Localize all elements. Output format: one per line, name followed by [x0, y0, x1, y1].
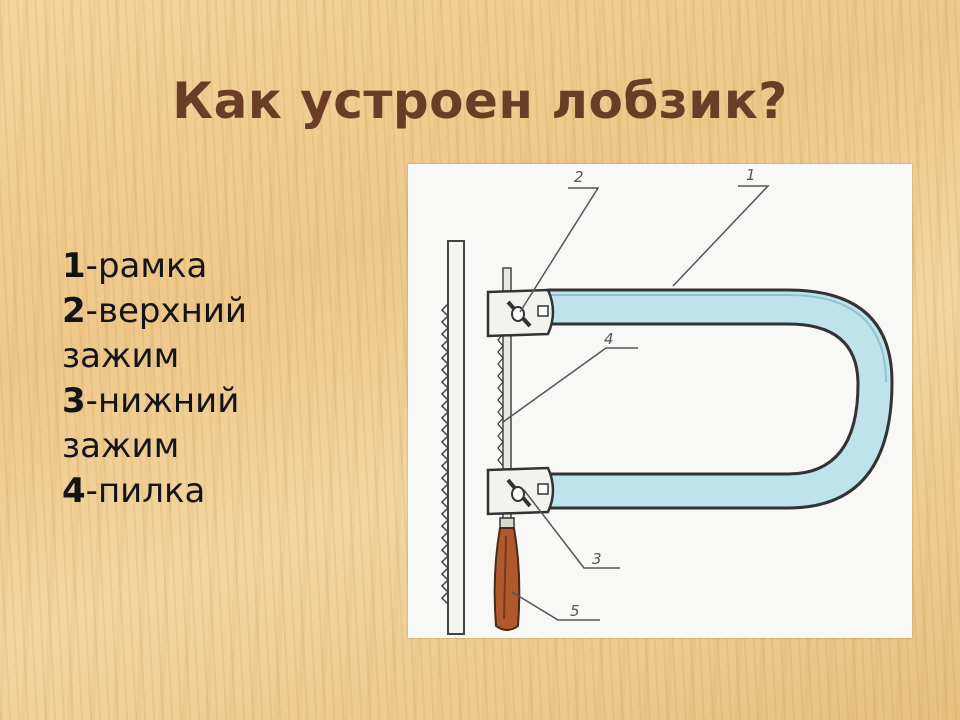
handle — [493, 517, 521, 631]
label-3: 3 — [592, 550, 602, 568]
lower-clamp — [486, 466, 555, 516]
legend-text: -верхний — [85, 291, 248, 331]
label-1: 1 — [746, 166, 756, 184]
legend-item-3: 3-нижний — [62, 379, 382, 424]
label-4: 4 — [604, 330, 614, 348]
jigsaw-drawing: 2 1 4 3 5 — [440, 166, 894, 635]
legend-text: зажим — [62, 426, 180, 466]
parts-legend: 1-рамка 2-верхний зажим 3-нижний зажим 4… — [62, 244, 382, 514]
spare-blade — [440, 240, 465, 635]
frame — [546, 288, 894, 510]
legend-item-1: 1-рамка — [62, 244, 382, 289]
label-2: 2 — [574, 168, 584, 186]
legend-item-4: 4-пилка — [62, 469, 382, 514]
legend-text: зажим — [62, 336, 180, 376]
legend-text: -рамка — [85, 246, 208, 286]
legend-item-2-cont: зажим — [62, 334, 382, 379]
legend-text: -пилка — [85, 471, 206, 511]
upper-clamp — [486, 288, 555, 338]
label-5: 5 — [570, 602, 580, 620]
legend-number: 4 — [62, 471, 86, 511]
jigsaw-diagram-panel: 2 1 4 3 5 — [408, 164, 912, 638]
legend-item-2: 2-верхний — [62, 289, 382, 334]
page-title: Как устроен лобзик? — [172, 72, 788, 130]
legend-number: 2 — [62, 291, 86, 331]
legend-text: -нижний — [85, 381, 240, 421]
leader-lines — [502, 185, 770, 621]
legend-item-3-cont: зажим — [62, 424, 382, 469]
legend-number: 3 — [62, 381, 86, 421]
legend-number: 1 — [62, 246, 86, 286]
